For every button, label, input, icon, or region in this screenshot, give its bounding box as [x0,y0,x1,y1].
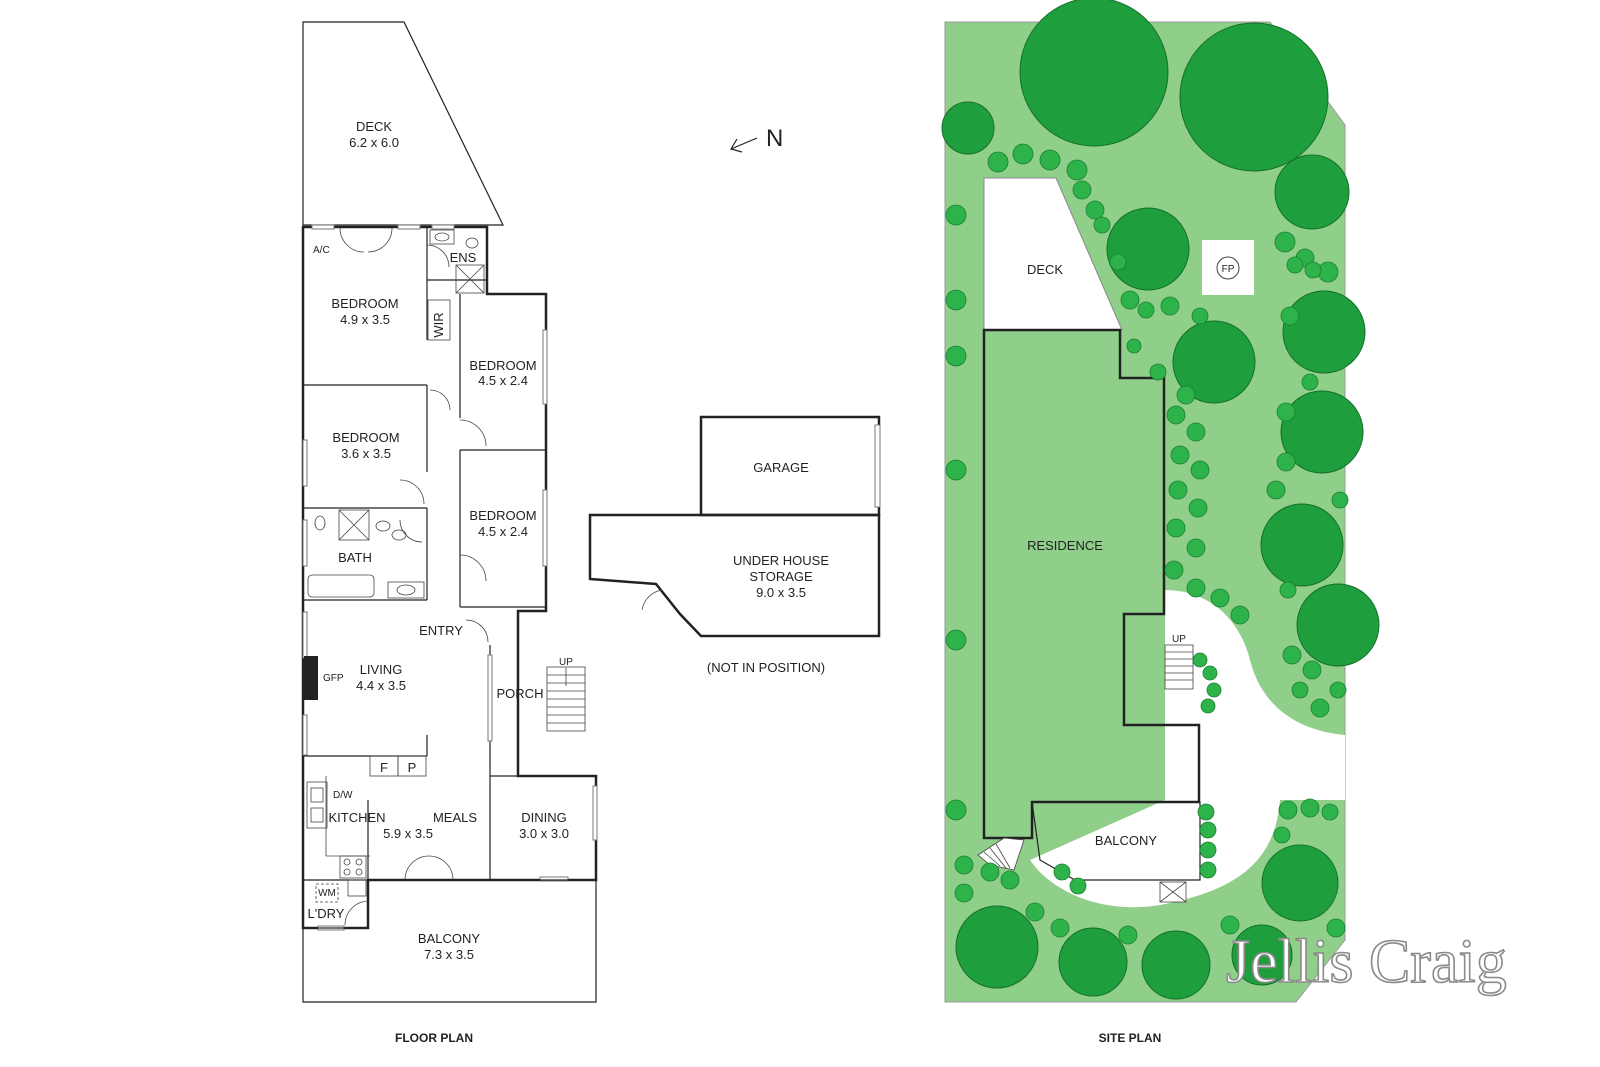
tree-icon [1231,924,1293,986]
garage-name: GARAGE [753,460,809,475]
porch-name: PORCH [497,686,544,701]
gfp-label: GFP [323,673,344,684]
bedroom-2-dims: 4.5 x 2.4 [478,373,528,388]
not-in-position-note: (NOT IN POSITION) [707,660,825,675]
site-deck [983,177,1123,331]
wir-box [427,299,451,341]
deck-name: DECK [356,119,392,134]
tree-icon [1280,390,1364,474]
laundry-name: L'DRY [308,906,345,921]
site-plan: DECK FP RESIDENCE UP BALCONY SITE PLAN [941,0,1380,1045]
door-swings [339,227,489,926]
tree-icon [941,101,995,155]
tree-icon [1172,320,1256,404]
bath-name: BATH [338,550,372,565]
gas-fireplace [304,656,318,700]
entry-name: ENTRY [419,623,463,638]
site-deck-label: DECK [1027,262,1063,277]
floor-plan-caption: FLOOR PLAN [395,1031,473,1045]
fire-pit-icon [1216,256,1240,280]
driveway-area [1030,590,1345,908]
balcony-dims: 7.3 x 3.5 [424,947,474,962]
wir-label: WIR [431,312,446,337]
residence-outline [982,328,1201,840]
master-bedroom-name: BEDROOM [331,296,398,311]
living-name: LIVING [360,662,403,677]
washing-machine-label: WM [318,888,336,899]
tree-icon [1019,0,1169,147]
tree-icon [1261,844,1339,922]
bedroom-3-dims: 3.6 x 3.5 [341,446,391,461]
site-up-label: UP [1172,634,1186,645]
site-balcony-stairs [977,837,1187,903]
kitchen-fixtures [306,755,427,903]
bedroom-2-name: BEDROOM [469,358,536,373]
pantry-label: P [408,760,417,775]
meals-name: MEALS [433,810,477,825]
ensuite-fixtures [429,229,485,294]
tree-icon [955,905,1039,989]
residence-label: RESIDENCE [1027,538,1103,553]
north-label: N [766,125,783,152]
north-compass: N [730,125,783,153]
dining-dims: 3.0 x 3.0 [519,826,569,841]
deck-dims: 6.2 x 6.0 [349,135,399,150]
kitchen-meals-dims: 5.9 x 3.5 [383,826,433,841]
living-dims: 4.4 x 3.5 [356,678,406,693]
dining-name: DINING [521,810,567,825]
storage-line-1: UNDER HOUSE [733,553,829,568]
bedroom-3-name: BEDROOM [332,430,399,445]
bedroom-4-name: BEDROOM [469,508,536,523]
tree-icon [1274,154,1350,230]
ac-label: A/C [313,245,330,256]
porch-stairs [546,666,586,732]
tree-icon [1179,22,1329,172]
site-front-stairs [1164,644,1194,690]
storage-dims: 9.0 x 3.5 [756,585,806,600]
storage-line-2: STORAGE [749,569,813,584]
tree-icon [1058,927,1128,997]
fridge-label: F [380,760,388,775]
floor-plan: DECK 6.2 x 6.0 A/C ENS WIR BEDROOM 4.9 x… [301,21,598,1045]
dishwasher-label: D/W [333,790,353,801]
bedroom-4-dims: 4.5 x 2.4 [478,524,528,539]
windows [302,224,598,931]
balcony-outline [302,879,597,1003]
porch-up-label: UP [559,657,573,668]
shrubs [945,143,1349,945]
tree-icon [1260,503,1344,587]
tree-icon [1296,583,1380,667]
site-balcony-label: BALCONY [1095,833,1157,848]
fire-pit-label: FP [1222,264,1235,275]
tree-icon [1141,930,1211,1000]
site-balcony [1031,801,1201,881]
deck-outline [302,21,504,226]
tree-icon [1106,207,1190,291]
site-plan-caption: SITE PLAN [1099,1031,1162,1045]
tree-icon [1282,290,1366,374]
brand-logo: Jellis Craig [1226,928,1507,996]
north-arrow-icon [730,137,758,153]
kitchen-name: KITCHEN [328,810,385,825]
bath-fixtures [307,509,425,599]
master-bedroom-dims: 4.9 x 3.5 [340,312,390,327]
balcony-name: BALCONY [418,931,480,946]
ensuite-label: ENS [450,250,477,265]
garage-plan: GARAGE UNDER HOUSE STORAGE 9.0 x 3.5 (NO… [588,415,881,675]
storage-outline [588,513,881,638]
large-trees [941,0,1380,1000]
